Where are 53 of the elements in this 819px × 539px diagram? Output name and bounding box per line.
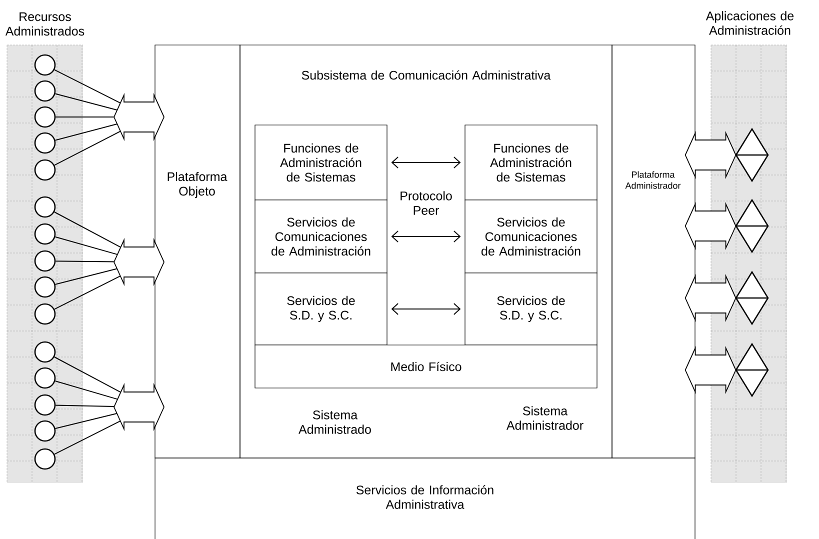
connector-line	[54, 69, 121, 104]
information-services-band: Servicios de Información Administrativa	[154, 458, 696, 539]
block-arrow	[114, 92, 164, 142]
block-arrow	[114, 238, 164, 286]
resource-circle	[34, 420, 56, 442]
peer-arrow	[391, 156, 461, 168]
label: Recursos Administrados	[5, 12, 84, 36]
resource-circle	[34, 80, 56, 102]
peer-arrow	[391, 230, 461, 242]
resource-circle	[34, 54, 56, 76]
connector-line	[55, 116, 114, 118]
resource-circle	[34, 196, 56, 218]
resource-circle	[34, 132, 56, 154]
block-arrow	[684, 346, 736, 394]
block-arrow	[684, 130, 736, 180]
layer-box: Servicios de Comunicaciones de Administración	[464, 200, 598, 274]
label: Protocolo Peer	[400, 191, 452, 215]
layer-box: Funciones de Administración de Sistemas	[254, 124, 388, 200]
connector-line	[54, 212, 122, 248]
connector-line	[54, 356, 122, 393]
connector-line	[54, 276, 121, 310]
layer-box: Funciones de Administración de Sistemas	[464, 124, 598, 200]
connector-line	[54, 268, 118, 285]
layer-box: Medio Físico	[254, 344, 598, 388]
layer-box: Servicios de S.D. y S.C.	[464, 272, 598, 346]
connector-line	[54, 380, 118, 400]
resource-circle	[34, 276, 56, 298]
label: Aplicaciones de Administración	[706, 11, 794, 35]
label: Sistema Administrador	[506, 406, 584, 430]
layer-box: Servicios de Comunicaciones de Administración	[254, 200, 388, 274]
connector-line	[54, 130, 121, 166]
resource-circle	[34, 223, 56, 245]
resource-circle	[34, 303, 56, 325]
label: Sistema Administrado	[298, 410, 371, 434]
resource-circle	[34, 106, 56, 128]
resource-circle	[34, 159, 56, 181]
connector-line	[54, 93, 118, 110]
layer-box: Servicios de S.D. y S.C.	[254, 272, 388, 346]
connector-line	[54, 412, 118, 429]
connector-line	[55, 404, 115, 407]
block-arrow	[684, 274, 736, 322]
resource-circle	[34, 394, 56, 416]
resource-circle	[34, 448, 56, 470]
connector-line	[54, 236, 118, 255]
resource-circle	[34, 341, 56, 363]
resource-circle	[34, 250, 56, 272]
block-arrow	[114, 382, 164, 432]
resource-circle	[34, 367, 56, 389]
connector-line	[54, 124, 118, 141]
block-arrow	[684, 202, 736, 250]
connector-line	[54, 420, 121, 455]
connector-line	[55, 260, 114, 262]
peer-arrow	[391, 303, 461, 315]
